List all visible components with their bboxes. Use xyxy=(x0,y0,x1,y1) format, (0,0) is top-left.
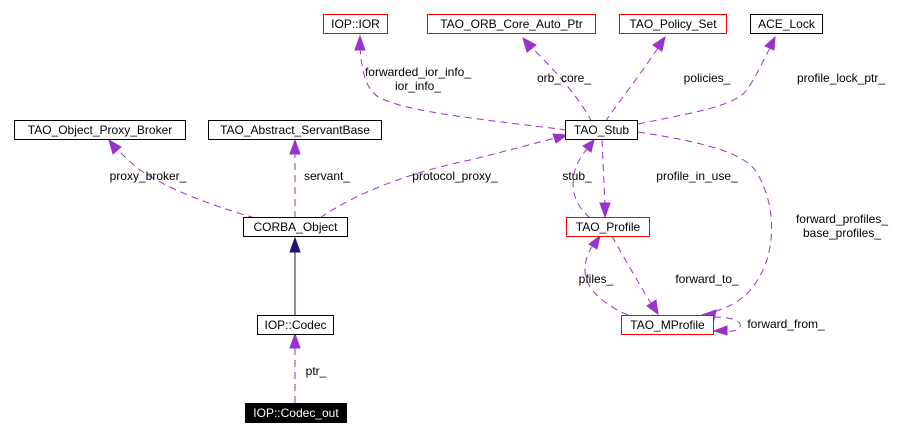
arrowhead xyxy=(599,202,611,219)
node-label: TAO_Object_Proxy_Broker xyxy=(28,123,173,137)
edge-profile-lock-ptr xyxy=(637,47,771,125)
node-label: TAO_Profile xyxy=(576,220,641,234)
edges-layer xyxy=(108,34,776,403)
edge-stub xyxy=(572,147,591,219)
arrowhead xyxy=(712,325,728,336)
edge-policies xyxy=(604,47,659,123)
edge-protocol-proxy xyxy=(319,137,556,219)
edge-label-policies: policies_ xyxy=(684,71,731,85)
arrowhead xyxy=(652,35,666,52)
edge-pfiles xyxy=(584,244,629,316)
node-label: TAO_ORB_Core_Auto_Ptr xyxy=(440,17,583,31)
node-label: IOP::Codec_out xyxy=(253,406,339,420)
node-iop-codec[interactable]: IOP::Codec xyxy=(257,315,334,335)
node-label: TAO_MProfile xyxy=(630,318,705,332)
edge-label-forward-to: forward_to_ xyxy=(675,272,739,286)
arrowhead xyxy=(764,35,776,51)
edge-label-ior-info: ior_info_ xyxy=(395,79,441,93)
edge-forward-to xyxy=(611,235,653,306)
edge-label-forward-profiles: forward_profiles_ xyxy=(796,212,888,226)
node-tao-stub[interactable]: TAO_Stub xyxy=(565,120,638,140)
edge-profile-in-use xyxy=(601,139,606,206)
edge-label-base-profiles: base_profiles_ xyxy=(803,226,881,240)
arrowhead xyxy=(522,36,537,53)
arrowhead xyxy=(552,133,569,144)
arrowhead xyxy=(289,138,301,155)
edge-label-forwarded-ior-info: forwarded_ior_info_ xyxy=(365,65,471,79)
arrowhead xyxy=(289,332,301,349)
arrowhead xyxy=(354,34,366,51)
node-tao-policy-set[interactable]: TAO_Policy_Set xyxy=(619,14,727,34)
node-label: TAO_Policy_Set xyxy=(629,17,717,31)
arrowhead xyxy=(646,299,659,316)
node-iop-ior[interactable]: IOP::IOR xyxy=(323,14,388,34)
arrowhead xyxy=(582,139,595,153)
edge-label-stub: stub_ xyxy=(562,169,592,183)
edge-label-protocol-proxy: protocol_proxy_ xyxy=(412,169,498,183)
node-label: ACE_Lock xyxy=(758,17,816,31)
edge-forward-from xyxy=(713,316,741,332)
edge-labels-layer: forwarded_ior_info_ ior_info_ orb_core_ … xyxy=(110,65,889,378)
node-tao-mprofile[interactable]: TAO_MProfile xyxy=(621,315,714,335)
arrowhead xyxy=(108,138,122,155)
edge-label-servant: servant_ xyxy=(304,169,350,183)
node-label: CORBA_Object xyxy=(253,220,338,234)
edge-label-ptr: ptr_ xyxy=(306,364,327,378)
edge-forwarded-ior-info xyxy=(359,47,568,131)
nodes-layer: IOP::IOR TAO_ORB_Core_Auto_Ptr TAO_Polic… xyxy=(14,14,823,423)
edge-orb-core xyxy=(531,47,593,123)
edge-forward-profiles xyxy=(637,131,772,314)
node-tao-object-proxy-broker[interactable]: TAO_Object_Proxy_Broker xyxy=(14,120,186,140)
arrowhead xyxy=(588,234,601,250)
edge-label-orb-core: orb_core_ xyxy=(537,71,591,85)
node-label: IOP::IOR xyxy=(331,17,380,31)
edge-proxy-broker xyxy=(115,147,256,219)
edge-label-profile-in-use: profile_in_use_ xyxy=(656,169,738,183)
node-tao-abstract-servantbase[interactable]: TAO_Abstract_ServantBase xyxy=(208,120,382,140)
edge-label-pfiles: pfiles_ xyxy=(579,272,614,286)
edge-label-forward-from: forward_from_ xyxy=(747,317,825,331)
edge-label-proxy-broker: proxy_broker_ xyxy=(110,169,187,183)
node-tao-orb-core-auto-ptr[interactable]: TAO_ORB_Core_Auto_Ptr xyxy=(427,14,596,34)
node-iop-codec-out[interactable]: IOP::Codec_out xyxy=(245,403,347,423)
arrowhead xyxy=(289,236,301,253)
node-label: TAO_Stub xyxy=(574,123,629,137)
edge-label-profile-lock-ptr: profile_lock_ptr_ xyxy=(797,71,885,85)
node-tao-profile[interactable]: TAO_Profile xyxy=(566,217,650,237)
node-corba-object[interactable]: CORBA_Object xyxy=(243,217,348,237)
node-label: TAO_Abstract_ServantBase xyxy=(220,123,370,137)
node-label: IOP::Codec xyxy=(264,318,326,332)
node-ace-lock[interactable]: ACE_Lock xyxy=(750,14,823,34)
